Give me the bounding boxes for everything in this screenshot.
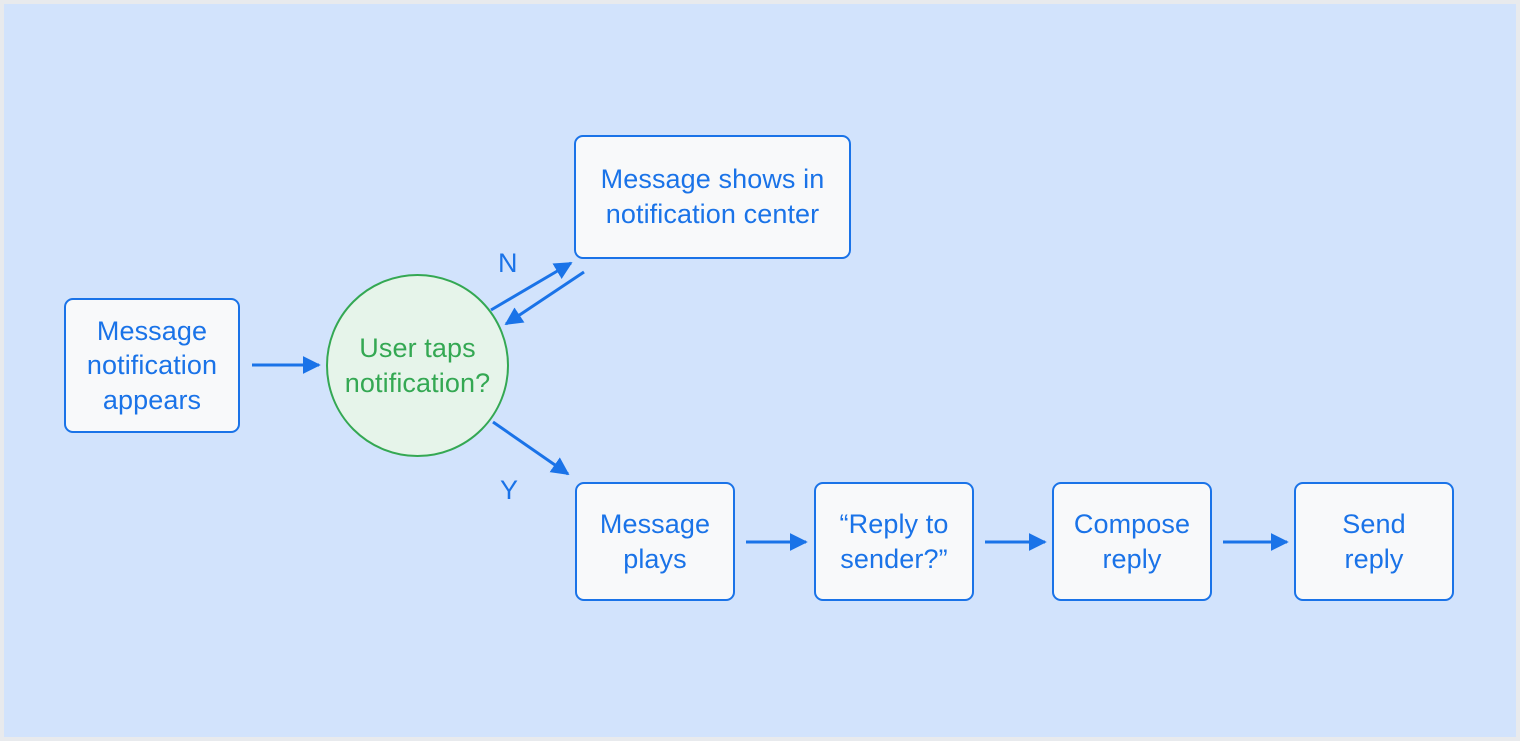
edge-decision-to-message-plays (492, 420, 570, 476)
node-message-plays[interactable]: Message plays (575, 482, 735, 601)
node-reply-to-sender[interactable]: “Reply to sender?” (814, 482, 974, 601)
node-message-notification-appears[interactable]: Message notification appears (64, 298, 240, 433)
edge-label-n: N (498, 248, 518, 278)
node-user-taps-notification[interactable]: User taps notification? (326, 274, 509, 457)
node-send-reply[interactable]: Send reply (1294, 482, 1454, 601)
edge-label-y: Y (500, 475, 519, 505)
edge-notification-center-to-decision (504, 270, 585, 326)
node-message-shows-in-notification-center[interactable]: Message shows in notification center (574, 135, 851, 259)
node-compose-reply[interactable]: Compose reply (1052, 482, 1212, 601)
